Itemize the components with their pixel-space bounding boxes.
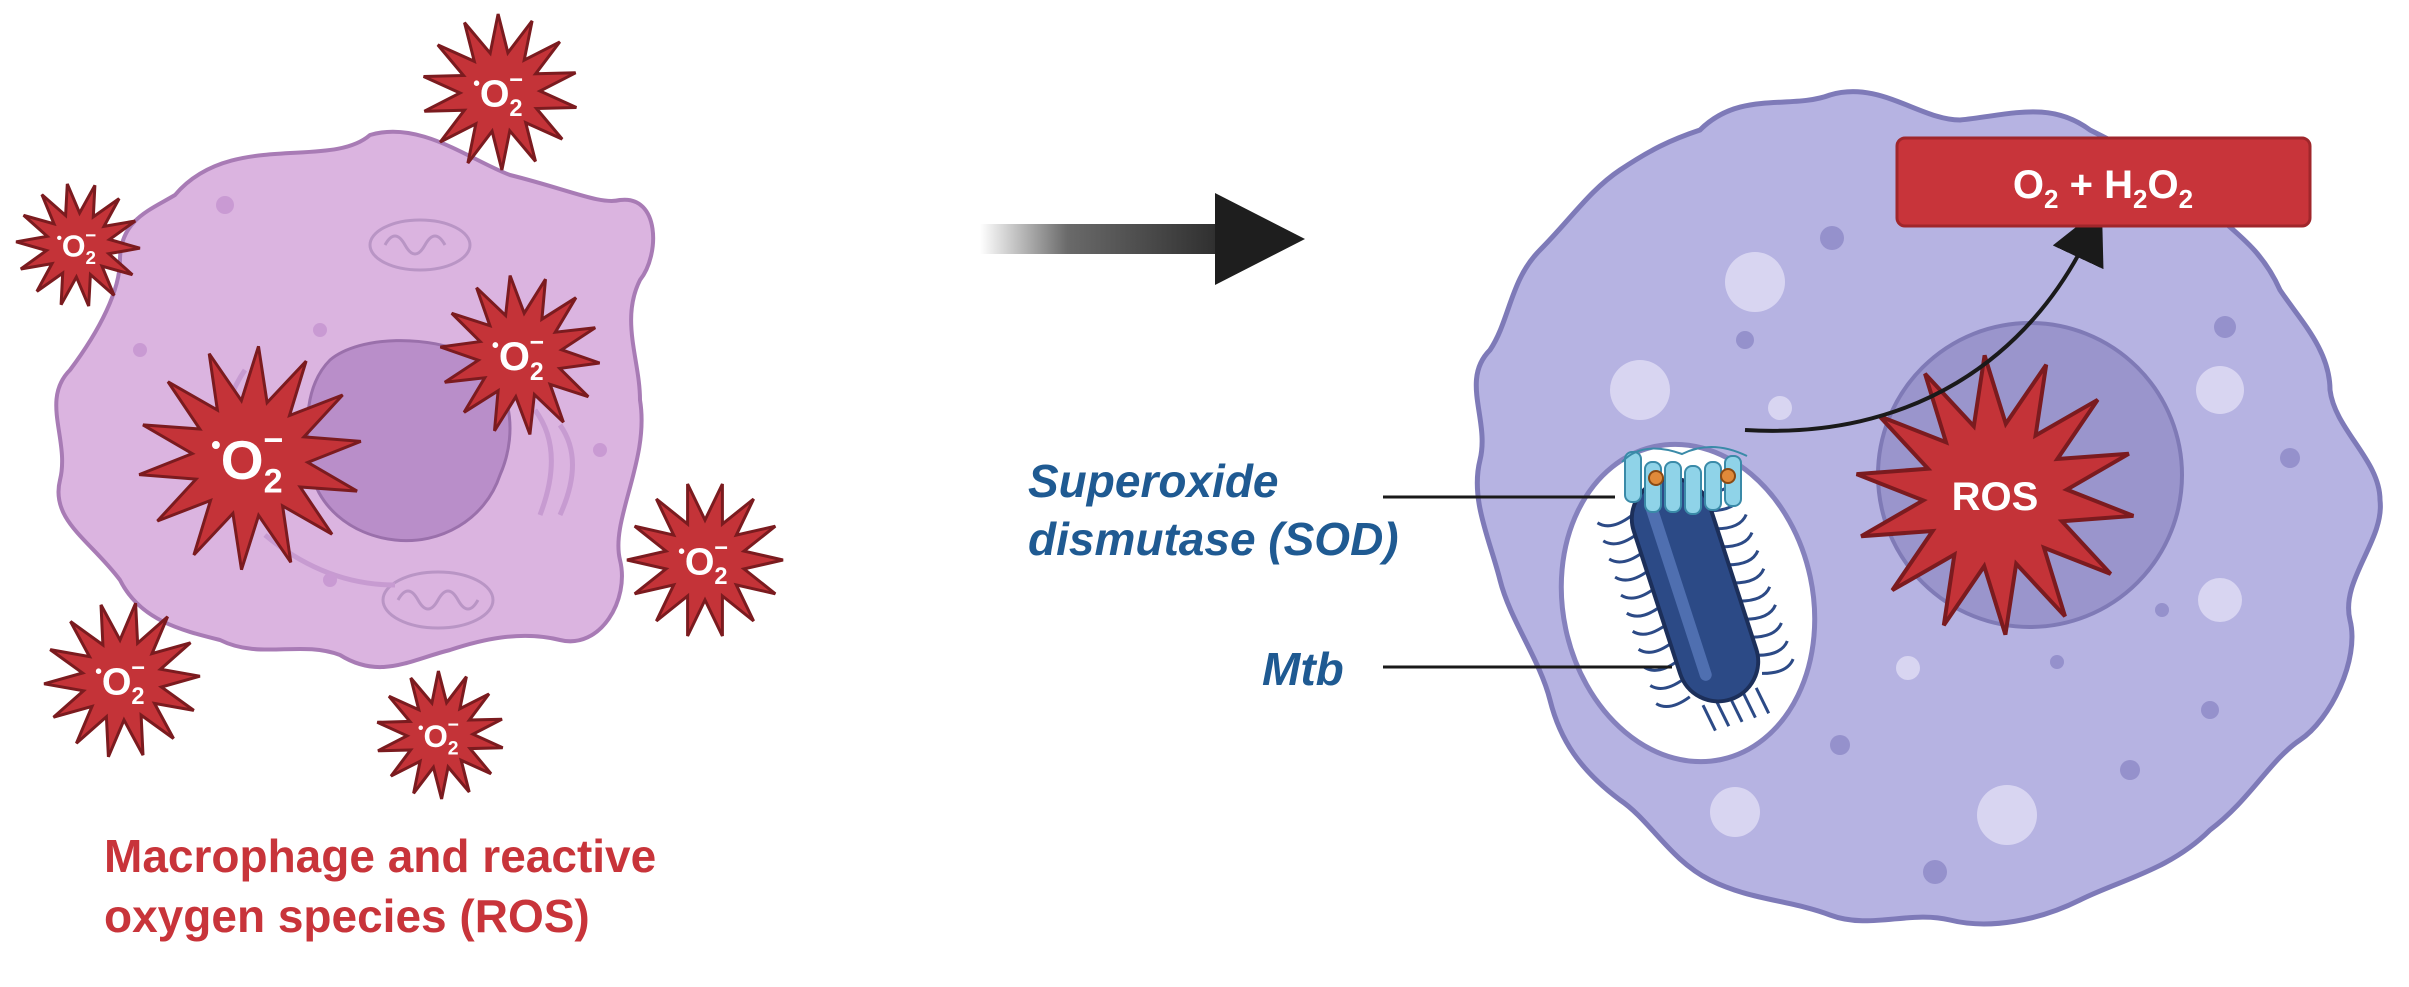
superoxide-charge: − <box>448 714 459 736</box>
superoxide-label: •O2 − <box>211 421 283 500</box>
superoxide-label: •O2 − <box>95 655 145 710</box>
arrow-shaft <box>980 224 1230 254</box>
left-macrophage <box>54 129 656 670</box>
mtb-highlight <box>1644 499 1712 681</box>
superoxide-radical-dot: • <box>95 661 102 682</box>
mtb-pilus <box>1701 704 1717 732</box>
superoxide-burst: •O2 − <box>43 602 201 758</box>
superoxide-charge: − <box>263 421 283 459</box>
superoxide-element: O <box>62 230 86 264</box>
superoxide-radical-dot: • <box>492 335 499 357</box>
mtb-pilus <box>1714 700 1731 727</box>
superoxide-burst-shape <box>422 13 578 171</box>
superoxide-subscript: 2 <box>714 564 727 590</box>
superoxide-element: O <box>685 541 715 583</box>
superoxide-radical-dot: • <box>57 230 62 247</box>
sod-label-line-1: Superoxide <box>1028 455 1279 507</box>
mtb-pilus <box>1761 658 1795 675</box>
product-o2: O <box>2147 163 2178 207</box>
transition-arrow <box>980 193 1305 285</box>
product-sub-b: 2 <box>2133 184 2147 214</box>
superoxide-subscript: 2 <box>509 96 522 122</box>
product-sub: 2 <box>2044 184 2058 214</box>
superoxide-burst-shape <box>439 275 601 435</box>
superoxide-label: •O2− <box>57 224 97 268</box>
right-vesicles <box>1610 252 2244 845</box>
superoxide-element: O <box>102 661 132 703</box>
superoxide-charge: − <box>131 655 145 681</box>
superoxide-radical-dot: • <box>678 541 685 562</box>
superoxide-label: •O2 − <box>473 67 523 122</box>
superoxide-element: O <box>480 73 510 115</box>
superoxide-label: •O2− <box>418 714 459 760</box>
superoxide-burst: •O2 − <box>439 275 601 435</box>
superoxide-subscript: 2 <box>86 247 96 268</box>
superoxide-label: •O2 − <box>492 329 544 386</box>
superoxide-element: O <box>423 719 447 754</box>
macrophage-caption: Macrophage and reactive oxygen species (… <box>104 826 804 946</box>
mtb-pilus <box>1596 514 1632 528</box>
sod-proteins <box>1621 445 1748 515</box>
product-sub-c: 2 <box>2179 184 2193 214</box>
superoxide-radical-dot: • <box>418 720 424 737</box>
product-formula: O2 + H2O2 <box>2013 163 2193 214</box>
superoxide-burst: •O2− <box>15 183 141 307</box>
mtb-pilus <box>1756 640 1789 657</box>
superoxide-radical-dot: • <box>473 73 480 94</box>
sod-label-line-2: dismutase (SOD) <box>1028 513 1399 565</box>
superoxide-charge: − <box>530 329 544 356</box>
left-mitochondrion-top <box>368 218 472 272</box>
product-plus-h: + H <box>2059 163 2133 207</box>
superoxide-subscript: 2 <box>530 359 544 386</box>
superoxide-subscript: 2 <box>448 738 459 760</box>
sod-label: Superoxide dismutase (SOD) <box>1028 452 1399 568</box>
superoxide-burst-shape <box>15 183 141 307</box>
product-box: O2 + H2O2 <box>1895 136 2312 228</box>
product-o: O <box>2013 163 2044 207</box>
caption-line-2: oxygen species (ROS) <box>104 890 590 942</box>
superoxide-burst-shape <box>43 602 201 758</box>
ros-burst-shape <box>1855 354 2135 636</box>
right-macrophage: ROS O2 + H2O2 <box>1383 89 2383 927</box>
mtb-pilus <box>1754 687 1771 714</box>
ros-label: ROS <box>1952 475 2039 519</box>
superoxide-element: O <box>499 335 530 379</box>
superoxide-burst: •O2− <box>376 670 504 800</box>
superoxide-subscript: 2 <box>131 684 144 710</box>
reaction-arrow <box>1744 206 2104 433</box>
superoxide-burst: •O2 − <box>138 345 362 571</box>
mtb-pilus <box>1741 691 1757 719</box>
superoxide-element: O <box>221 429 264 491</box>
superoxide-charge: − <box>85 224 96 245</box>
mtb-pilus <box>1649 677 1685 690</box>
product-box-bg <box>1895 136 2312 228</box>
superoxide-charge: − <box>714 535 728 561</box>
left-mitochondrion-bottom <box>381 570 495 630</box>
superoxide-burst-shape <box>138 345 362 571</box>
superoxide-burst-shape <box>376 670 504 800</box>
ros-burst: ROS <box>1855 354 2135 636</box>
superoxide-burst: •O2 − <box>626 483 784 637</box>
superoxide-bursts: •O2−•O2−•O2−•O2−•O2−•O2−•O2− <box>15 13 784 800</box>
superoxide-charge: − <box>509 67 523 93</box>
mtb-pilus <box>1655 695 1691 709</box>
superoxide-label: •O2 − <box>678 535 728 590</box>
superoxide-subscript: 2 <box>264 463 283 501</box>
caption-line-1: Macrophage and reactive <box>104 830 657 882</box>
superoxide-radical-dot: • <box>211 429 221 460</box>
mtb-label: Mtb <box>1262 643 1344 695</box>
arrow-head <box>1215 193 1305 285</box>
superoxide-burst: •O2 − <box>422 13 578 171</box>
superoxide-burst-shape <box>626 483 784 637</box>
